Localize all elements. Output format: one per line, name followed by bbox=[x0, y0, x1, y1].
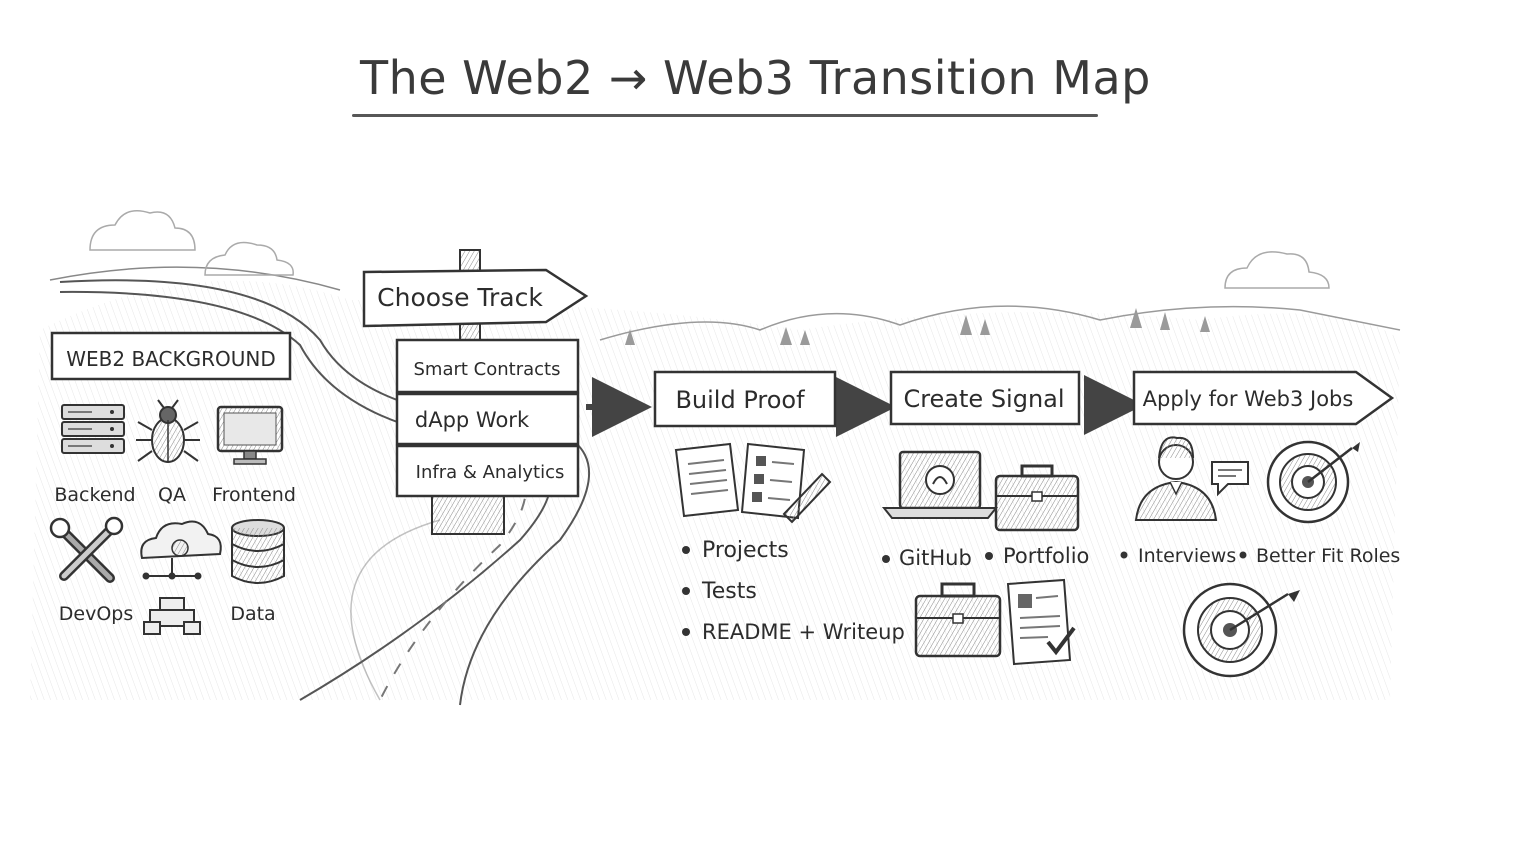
cloud-right bbox=[1224, 251, 1330, 289]
bullet-readme-writeup: README + Writeup bbox=[702, 620, 905, 644]
title-underline bbox=[352, 114, 1098, 117]
role-qa: QA bbox=[158, 484, 186, 506]
role-frontend: Frontend bbox=[212, 484, 296, 506]
bullet-tests: Tests bbox=[701, 579, 757, 604]
resume-icon bbox=[1006, 578, 1076, 666]
briefcase-icon bbox=[914, 582, 1002, 658]
cloud-network-icon bbox=[140, 520, 222, 580]
person-icon bbox=[1134, 436, 1218, 521]
track-dapp-work: dApp Work bbox=[415, 408, 530, 432]
blocks-icon bbox=[143, 597, 201, 635]
bullet-github: GitHub bbox=[899, 546, 972, 570]
stage-create-signal-label: Create Signal bbox=[903, 385, 1064, 413]
stage-build-proof-label: Build Proof bbox=[675, 386, 805, 414]
briefcase-icon bbox=[994, 464, 1080, 532]
tree-line bbox=[625, 308, 1210, 345]
role-devops: DevOps bbox=[59, 603, 133, 625]
stage-build-proof: Build Proof Projects Tests README + Writ… bbox=[653, 370, 905, 644]
checklist-icon bbox=[740, 442, 832, 524]
bullet-interviews: Interviews bbox=[1138, 545, 1236, 567]
signpost-label: Choose Track bbox=[377, 283, 543, 312]
role-backend: Backend bbox=[54, 484, 135, 506]
page-title: The Web2 → Web3 Transition Map bbox=[360, 51, 1151, 105]
bullet-portfolio: Portfolio bbox=[1003, 544, 1089, 568]
server-icon bbox=[61, 404, 125, 454]
bug-icon bbox=[136, 399, 200, 463]
stage-create-signal: Create Signal GitHub Portfolio bbox=[881, 370, 1089, 666]
web2-background-section: WEB2 BACKGROUND Backend QA Frontend bbox=[49, 331, 296, 635]
track-infra-analytics: Infra & Analytics bbox=[416, 462, 565, 483]
stage-apply-label: Apply for Web3 Jobs bbox=[1143, 387, 1354, 411]
cloud-left bbox=[89, 210, 196, 251]
apply-bullets: Interviews Better Fit Roles bbox=[1120, 545, 1400, 567]
create-signal-bullets: GitHub Portfolio bbox=[882, 544, 1089, 570]
target-icon bbox=[1182, 582, 1300, 678]
bullet-projects: Projects bbox=[702, 538, 789, 563]
database-icon bbox=[231, 519, 285, 584]
build-proof-bullets: Projects Tests README + Writeup bbox=[682, 538, 905, 644]
wrench-icon bbox=[49, 516, 124, 583]
role-data: Data bbox=[230, 603, 275, 625]
monitor-icon bbox=[216, 405, 284, 465]
speech-bubble-icon bbox=[1211, 461, 1249, 497]
cloud-middle bbox=[204, 241, 294, 276]
choose-track-signpost: Choose Track Smart Contracts dApp Work I… bbox=[362, 249, 589, 535]
target-icon bbox=[1266, 440, 1360, 524]
flow-arrows bbox=[586, 375, 1144, 437]
bullet-better-fit-roles: Better Fit Roles bbox=[1256, 545, 1400, 567]
web2-heading: WEB2 BACKGROUND bbox=[66, 347, 275, 371]
laptop-github-icon bbox=[881, 450, 999, 519]
track-smart-contracts: Smart Contracts bbox=[414, 359, 561, 380]
documents-icon bbox=[674, 442, 740, 518]
stage-apply-web3-jobs: Apply for Web3 Jobs Interviews Better Fi… bbox=[1120, 370, 1400, 678]
